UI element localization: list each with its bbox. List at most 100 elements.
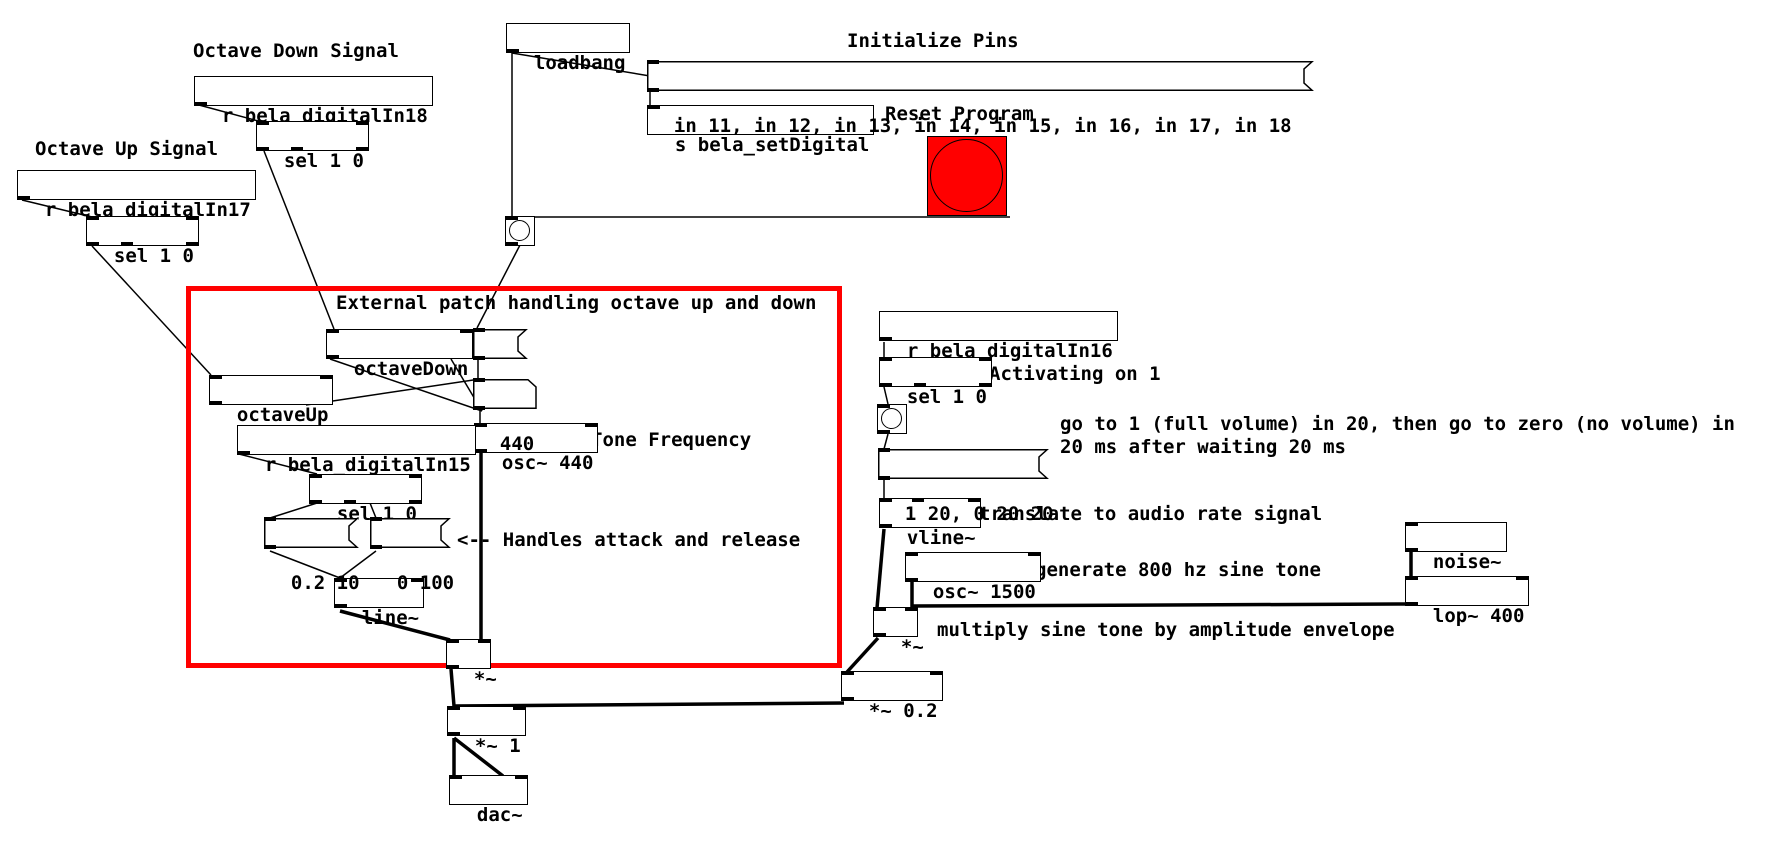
outlet[interactable] [344,500,356,504]
outlet[interactable] [507,49,519,53]
noise-object[interactable]: noise~ [1405,522,1507,573]
inlet[interactable] [906,552,918,556]
outlet[interactable] [185,242,198,246]
freq-440-message[interactable]: 440 [473,328,534,405]
outlet[interactable] [210,401,222,405]
reset-program-bang-button[interactable] [927,136,1007,216]
inlet[interactable] [647,60,659,64]
outlet[interactable] [978,383,991,387]
multiply-envelope-object[interactable]: *~ [873,607,924,658]
dac-object[interactable]: dac~ [449,775,528,826]
release-message[interactable]: 0 100 [370,517,454,594]
multiply-one-object[interactable]: *~ 1 [447,706,526,757]
inlet[interactable] [327,329,339,333]
inlet[interactable] [585,423,598,427]
osc-440-object[interactable]: osc~ 440 [474,423,599,474]
inlet[interactable] [1406,522,1418,526]
inlet[interactable] [185,216,198,220]
select-octave-down-object[interactable]: sel 1 0 [256,121,369,172]
inlet[interactable] [473,378,485,382]
inlet[interactable] [460,329,473,333]
inlet[interactable] [512,706,525,710]
multiply-inner-object[interactable]: *~ [446,639,497,690]
inlet[interactable] [478,639,490,643]
inlet[interactable] [335,578,347,582]
outlet[interactable] [448,732,460,736]
inlet[interactable] [648,105,660,109]
envelope-message[interactable]: 1 20, 0 20 20 [878,448,1054,525]
inlet[interactable] [264,517,276,521]
inlet[interactable] [450,775,462,779]
inlet[interactable] [355,121,368,125]
outlet[interactable] [473,406,485,410]
vline-object[interactable]: vline~ [879,498,981,549]
inlet[interactable] [880,498,892,502]
outlet[interactable] [195,102,207,106]
attack-message[interactable]: 0.2 10 [264,517,360,594]
outlet[interactable] [473,356,485,360]
inlet[interactable] [475,423,487,427]
inlet[interactable] [447,639,459,643]
receive-digital-in17-object[interactable]: r bela_digitalIn17 [17,170,256,221]
outlet[interactable] [87,242,99,246]
outlet[interactable] [310,500,322,504]
outlet[interactable] [291,147,303,151]
octave-down-subpatch-object[interactable]: octaveDown [326,329,474,380]
outlet[interactable] [874,633,886,637]
outlet[interactable] [370,545,382,549]
loadbang-object[interactable]: loadbang [506,23,631,74]
outlet[interactable] [647,88,659,92]
inlet[interactable] [842,671,854,675]
outlet[interactable] [121,242,133,246]
outlet[interactable] [447,665,459,669]
outlet[interactable] [257,147,269,151]
inlet[interactable] [411,578,424,582]
outlet[interactable] [506,242,518,246]
inlet[interactable] [880,357,892,361]
init-pins-message[interactable]: in 11, in 12, in 13, in 14, in 15, in 16… [647,60,1314,137]
inlet[interactable] [87,216,99,220]
outlet[interactable] [880,383,892,387]
inlet[interactable] [473,328,485,332]
inlet[interactable] [514,775,527,779]
inlet[interactable] [506,216,518,220]
select-octave-up-object[interactable]: sel 1 0 [86,216,199,267]
outlet[interactable] [408,500,421,504]
bang-button[interactable] [505,216,535,246]
multiply-gain-object[interactable]: *~ 0.2 [841,671,943,722]
outlet[interactable] [878,430,890,434]
inlet[interactable] [1406,576,1418,580]
inlet[interactable] [878,448,890,452]
outlet[interactable] [264,545,276,549]
inlet[interactable] [874,607,886,611]
inlet[interactable] [1516,576,1529,580]
outlet[interactable] [335,604,347,608]
inlet[interactable] [905,607,917,611]
outlet[interactable] [1406,602,1418,606]
lowpass-filter-object[interactable]: lop~ 400 [1405,576,1530,627]
select-activate-object[interactable]: sel 1 0 [879,357,992,408]
outlet[interactable] [878,476,890,480]
outlet[interactable] [842,697,854,701]
activate-bang-button[interactable] [877,404,907,434]
inlet[interactable] [1027,552,1040,556]
receive-digital-in16-object[interactable]: r bela_digitalIn16 [879,311,1118,362]
outlet[interactable] [355,147,368,151]
inlet[interactable] [370,517,382,521]
outlet[interactable] [238,451,250,455]
inlet[interactable] [210,375,222,379]
outlet[interactable] [18,196,30,200]
inlet[interactable] [310,474,322,478]
octave-up-subpatch-object[interactable]: octaveUp [209,375,334,426]
inlet[interactable] [448,706,460,710]
outlet[interactable] [327,355,339,359]
inlet[interactable] [978,357,991,361]
send-set-digital-object[interactable]: s bela_setDigital [647,105,875,156]
outlet[interactable] [880,337,892,341]
outlet[interactable] [914,383,926,387]
inlet[interactable] [967,498,980,502]
inlet[interactable] [929,671,942,675]
inlet[interactable] [320,375,333,379]
outlet[interactable] [475,449,487,453]
outlet[interactable] [880,524,892,528]
